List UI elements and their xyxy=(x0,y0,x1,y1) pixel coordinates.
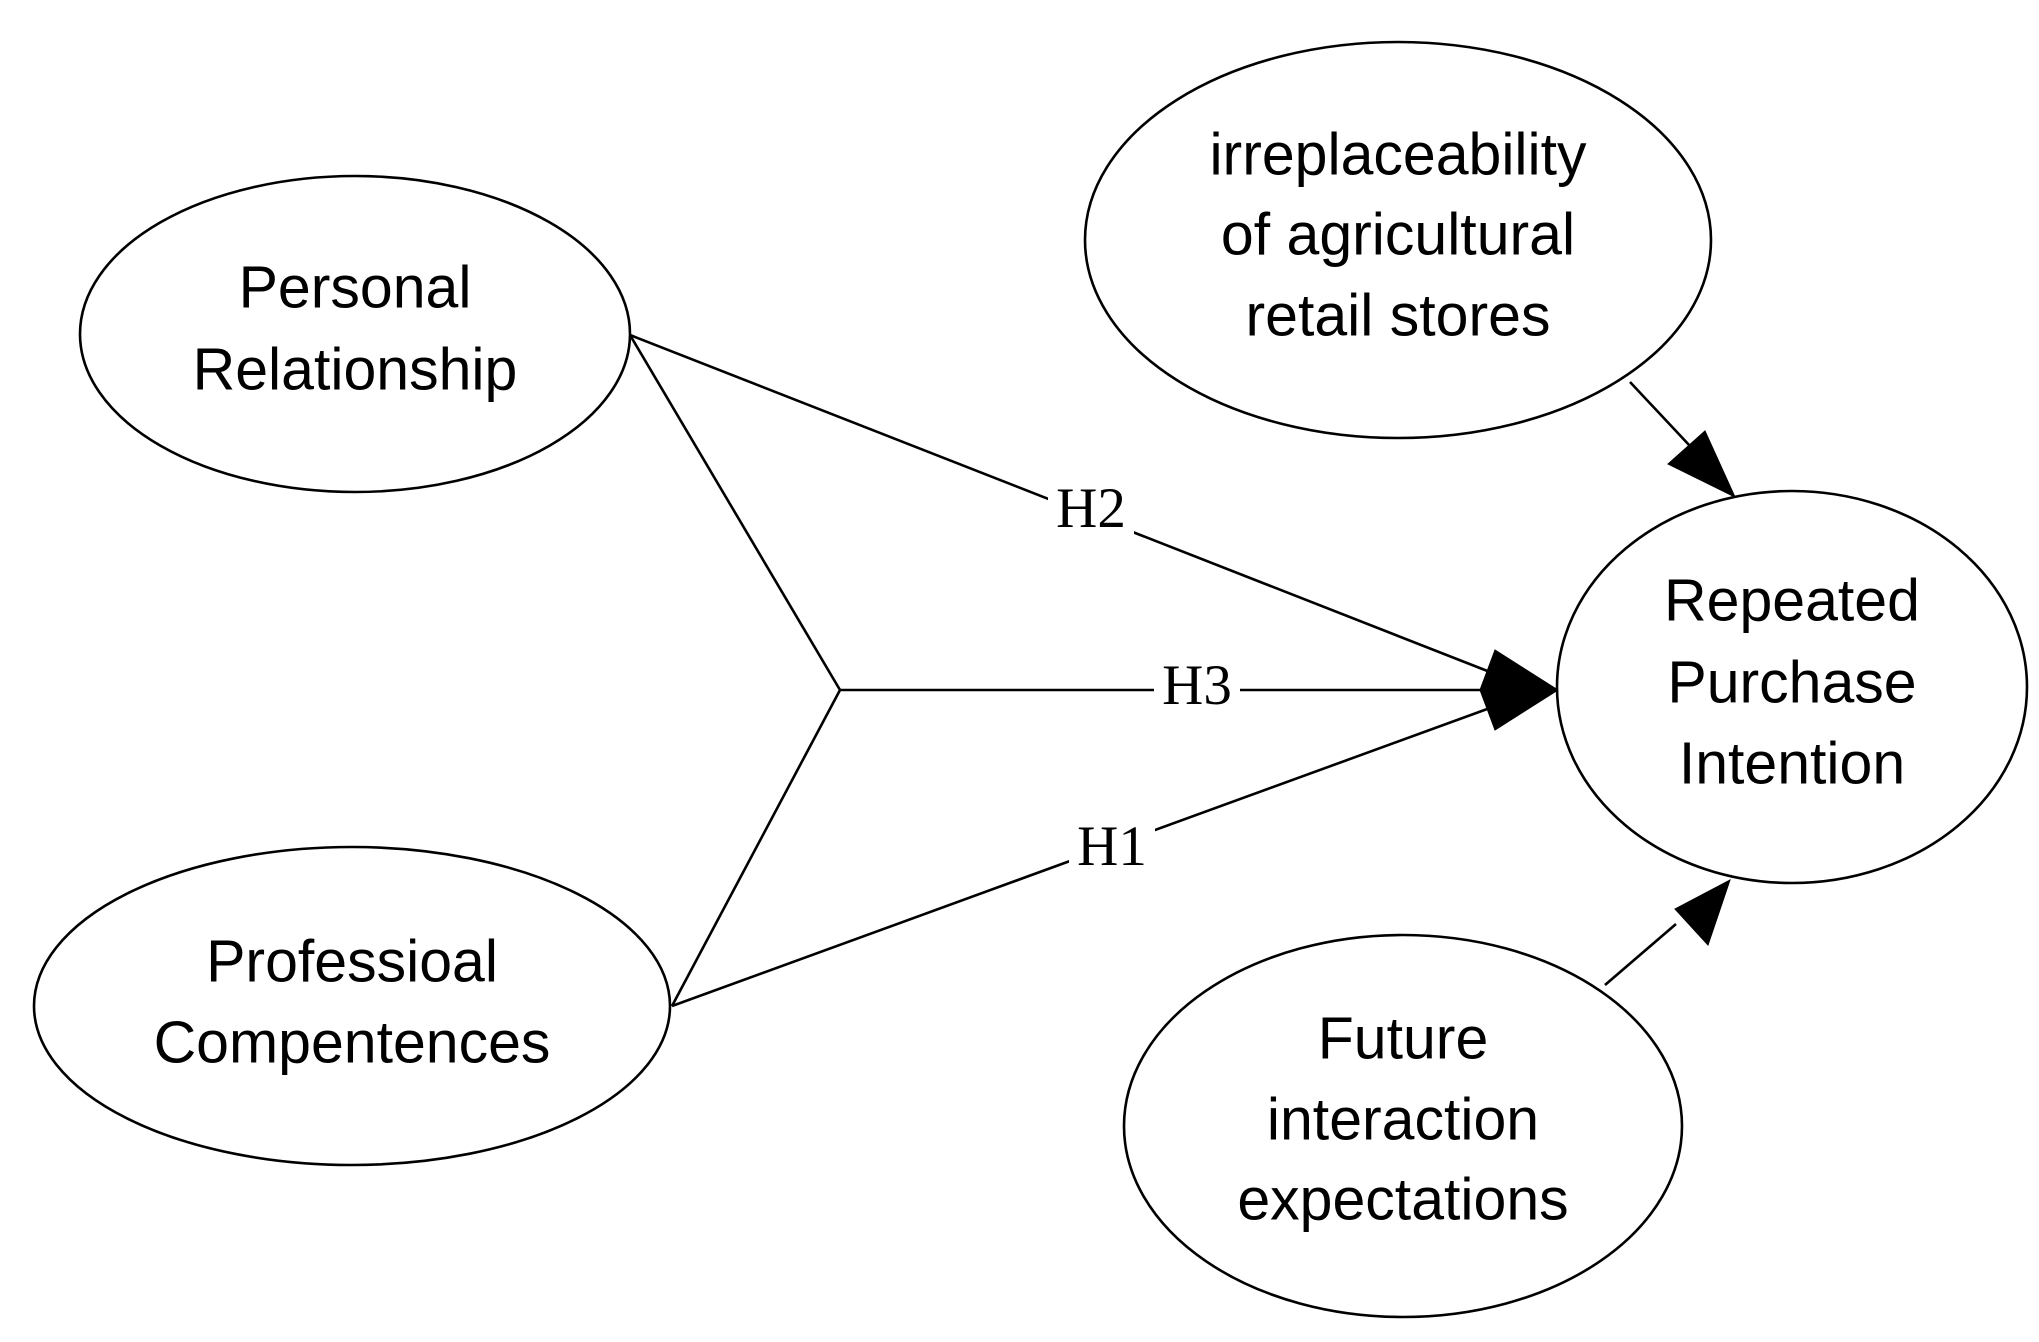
arrowhead-main xyxy=(1479,649,1559,731)
node-personal-relationship: Personal Relationship xyxy=(78,174,632,494)
edge-future-interaction xyxy=(1604,923,1677,986)
node-professional-competences: Professioal Compentences xyxy=(32,845,672,1167)
edge-irreplaceability xyxy=(1629,381,1691,447)
edge-label-h2: H2 xyxy=(1056,477,1126,540)
node-label-line: Repeated xyxy=(1664,568,1920,634)
node-label-line: of agricultural xyxy=(1221,202,1575,268)
node-future-interaction-expectations: Future interaction expectations xyxy=(1122,933,1684,1319)
node-label-line: Future xyxy=(1318,1006,1489,1072)
node-repeated-purchase-intention: Repeated Purchase Intention xyxy=(1555,489,2029,885)
edge-personal-to-junction xyxy=(628,334,842,691)
node-label-line: expectations xyxy=(1237,1167,1568,1233)
arrowhead-irreplaceability xyxy=(1667,430,1737,499)
edge-labels: H2 H3 H1 xyxy=(1048,477,1240,880)
node-label-line: Professioal xyxy=(206,929,498,995)
node-label-line: interaction xyxy=(1267,1087,1539,1153)
node-label-line: retail stores xyxy=(1246,283,1551,349)
edge-label-h3: H3 xyxy=(1162,654,1232,717)
node-irreplaceability: irreplaceability of agricultural retail … xyxy=(1083,40,1713,440)
node-label-line: irreplaceability xyxy=(1209,122,1587,188)
arrowheads xyxy=(1479,430,1737,946)
node-label-line: Relationship xyxy=(193,337,518,403)
edge-label-h1: H1 xyxy=(1077,815,1147,878)
edge-professional-to-junction xyxy=(670,689,842,1007)
arrowhead-future-interaction xyxy=(1674,878,1731,946)
node-label-line: Personal xyxy=(239,255,472,321)
node-label-line: Intention xyxy=(1679,731,1905,797)
node-label-line: Purchase xyxy=(1667,650,1916,716)
node-label-line: Compentences xyxy=(154,1010,551,1076)
